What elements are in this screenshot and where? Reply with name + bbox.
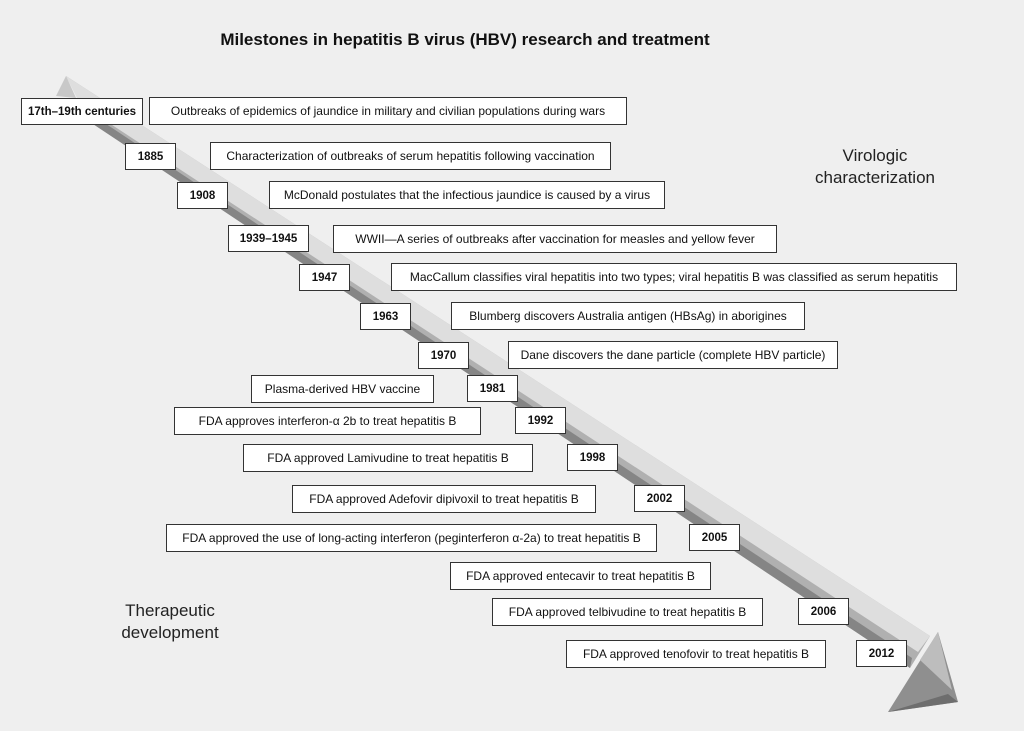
event-box: Plasma-derived HBV vaccine [251, 375, 434, 403]
event-box: FDA approved tenofovir to treat hepatiti… [566, 640, 826, 668]
event-box: FDA approved entecavir to treat hepatiti… [450, 562, 711, 590]
event-box: Outbreaks of epidemics of jaundice in mi… [149, 97, 627, 125]
arrow-head-shadow [888, 694, 958, 712]
year-box: 2002 [634, 485, 685, 512]
event-box: WWII—A series of outbreaks after vaccina… [333, 225, 777, 253]
arrow-tail [56, 76, 76, 98]
year-box: 1963 [360, 303, 411, 330]
year-box: 1908 [177, 182, 228, 209]
virologic-label-line1: Virologic [842, 146, 908, 165]
event-box: McDonald postulates that the infectious … [269, 181, 665, 209]
therapeutic-label-line1: Therapeutic [125, 601, 215, 620]
therapeutic-label-line2: development [121, 623, 219, 642]
virologic-label-line2: characterization [814, 168, 935, 187]
year-box: 2012 [856, 640, 907, 667]
therapeutic-development-label: Therapeutic development [100, 600, 240, 644]
year-box: 1998 [567, 444, 618, 471]
year-box: 2006 [798, 598, 849, 625]
arrow-shaft-highlight [66, 76, 930, 652]
event-box: FDA approved Adefovir dipivoxil to treat… [292, 485, 596, 513]
year-box: 1981 [467, 375, 518, 402]
year-box: 1939–1945 [228, 225, 309, 252]
event-box: MacCallum classifies viral hepatitis int… [391, 263, 957, 291]
event-box: Dane discovers the dane particle (comple… [508, 341, 838, 369]
event-box: FDA approved telbivudine to treat hepati… [492, 598, 763, 626]
year-box: 1970 [418, 342, 469, 369]
arrow-head-highlight [920, 632, 952, 690]
year-box: 2005 [689, 524, 740, 551]
event-box: Characterization of outbreaks of serum h… [210, 142, 611, 170]
event-box: FDA approved Lamivudine to treat hepatit… [243, 444, 533, 472]
year-box: 1885 [125, 143, 176, 170]
diagram-title: Milestones in hepatitis B virus (HBV) re… [220, 30, 710, 49]
virologic-characterization-label: Virologic characterization [800, 145, 950, 189]
event-box: Blumberg discovers Australia antigen (HB… [451, 302, 805, 330]
year-box: 17th–19th centuries [21, 98, 143, 125]
event-box: FDA approves interferon-α 2b to treat he… [174, 407, 481, 435]
year-box: 1992 [515, 407, 566, 434]
year-box: 1947 [299, 264, 350, 291]
event-box: FDA approved the use of long-acting inte… [166, 524, 657, 552]
